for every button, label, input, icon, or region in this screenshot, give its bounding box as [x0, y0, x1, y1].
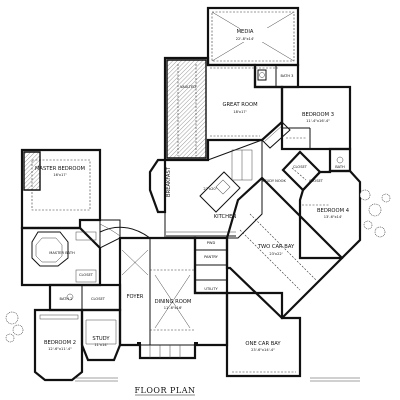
master-bedroom-room [20, 148, 102, 230]
bedroom-4-room [298, 169, 362, 260]
master-bath-label: MASTER BATH [49, 251, 75, 255]
room-labels: MEDIA 22'-8"x14' GREAT ROOM 18'x17' BEDR… [35, 29, 350, 352]
floor-plan-title: FLOOR PLAN [134, 386, 195, 395]
landscape-shrubs [5, 189, 391, 343]
one-car-bay-dims: 23'-6"x14'-4" [251, 348, 275, 352]
media-dims: 22'-8"x14' [236, 37, 255, 41]
porch-grid [75, 377, 360, 382]
breakfast-label: BREAKFAST [166, 166, 172, 197]
great-room [163, 56, 284, 162]
bedroom-4-dims: 13'-6"x14' [324, 215, 343, 219]
bedroom-2-dims: 12'-6"x11'-4" [48, 347, 72, 351]
closet-b2-label: CLOSET [91, 297, 106, 301]
foyer-label: FOYER [127, 294, 144, 300]
great-room-label: GREAT ROOM [222, 102, 257, 108]
dining-room-label: DINING ROOM [155, 299, 192, 305]
breakfast-nook [148, 158, 208, 214]
closet-b3-label: CLOSET [293, 165, 308, 169]
closet-master-label: CLOSET [79, 273, 94, 277]
closet-b4-label: CLOSET [309, 179, 324, 183]
utility-label: UTILITY [204, 287, 218, 291]
two-car-bay-dims: 23'x22' [269, 252, 282, 256]
study-dims: 11'x14' [94, 343, 107, 347]
vaulted-label: VAULTED [180, 85, 196, 89]
study-nook-label: STUDY NOOK [262, 179, 286, 183]
bedroom-2-label: BEDROOM 2 [44, 340, 76, 346]
fireplace [261, 121, 291, 149]
front-porch [137, 342, 198, 359]
small-labels: BATH 3 BATH 2 BATH CLOSET CLOSET CLOSET … [49, 74, 345, 301]
bedroom-3-dims: 11'-4"x16'-4" [306, 119, 330, 123]
kitchen-dims: 27'x20' [203, 187, 216, 191]
media-label: MEDIA [237, 29, 254, 35]
master-bedroom-dims: 16'x17' [53, 173, 66, 177]
master-bedroom-label: MASTER BEDROOM [35, 166, 85, 172]
bedroom-3-room [280, 85, 352, 151]
bath-4-and-closets [281, 147, 352, 192]
two-car-bay-label: TWO CAR BAY [257, 244, 295, 250]
master-hallway [99, 219, 121, 249]
bath-2-label: BATH 2 [60, 297, 73, 301]
bath-3-label: BATH 3 [281, 74, 294, 78]
great-room-dims: 18'x17' [233, 110, 246, 114]
bedroom-2-bath-2-study [33, 283, 122, 382]
kitchen-label: KITCHEN [214, 214, 237, 220]
master-bath-room [20, 226, 102, 287]
bedroom-4-label: BEDROOM 4 [317, 208, 350, 214]
one-car-bay-room [225, 291, 302, 378]
powder-label: PWD [207, 241, 216, 245]
study-label: STUDY [92, 336, 110, 342]
one-car-bay-label: ONE CAR BAY [245, 341, 281, 347]
pantry-label: PANTRY [204, 255, 219, 259]
bedroom-3-label: BEDROOM 3 [302, 112, 334, 118]
bath-4-label: BATH [335, 165, 345, 169]
pantry-utility-strip [193, 236, 229, 295]
dining-room-dims: 11'-6"x16' [164, 306, 183, 310]
